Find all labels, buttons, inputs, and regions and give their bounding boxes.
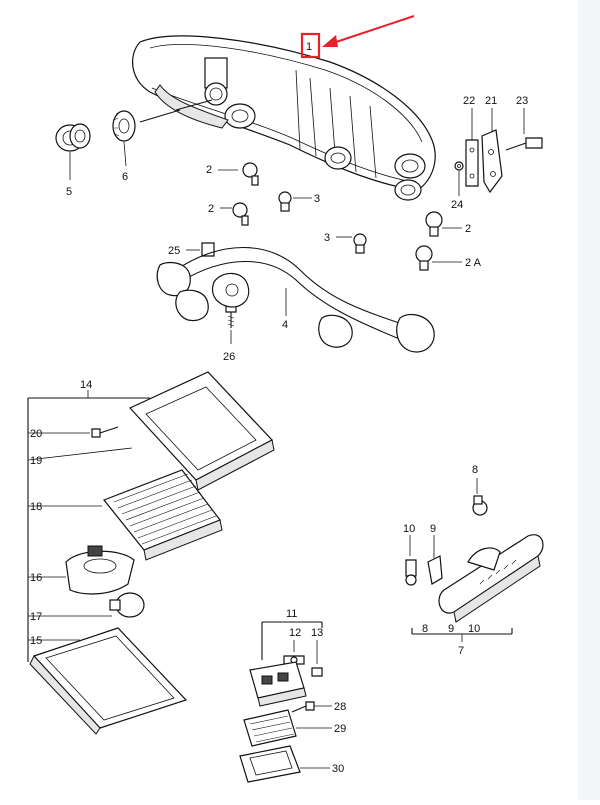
label-23: 23: [516, 95, 528, 107]
label-21: 21: [485, 95, 497, 107]
label-26: 26: [223, 351, 235, 363]
screw-part-20: [28, 426, 119, 438]
label-9: 9: [430, 523, 436, 535]
label-19: 19: [30, 455, 42, 467]
bulb-holder-part-16: [28, 545, 135, 595]
bulb-part-8: [472, 478, 488, 516]
grommet-part-5: [55, 123, 91, 180]
label-10-b: 10: [468, 623, 480, 635]
bulb-part-2A: [415, 245, 462, 271]
label-7: 7: [458, 645, 464, 657]
label-2A: 2 A: [465, 257, 482, 269]
label-14: 14: [80, 379, 92, 391]
screw-part-13: [311, 640, 323, 677]
label-2-a: 2: [206, 164, 212, 176]
bulb-socket-mid: [224, 103, 256, 129]
label-5: 5: [66, 186, 72, 198]
label-16: 16: [30, 572, 42, 584]
screw-part-28: [291, 701, 332, 713]
knurled-nut-part-6: [112, 110, 136, 167]
bulb-socket-right-1: [324, 146, 352, 170]
nut-part-10: [405, 535, 417, 586]
label-13: 13: [311, 627, 323, 639]
gasket-part-30: [239, 745, 330, 783]
label-8-b: 8: [422, 623, 428, 635]
screw-part-26: [225, 305, 237, 344]
washer-part-24: [454, 161, 464, 196]
label-20: 20: [30, 428, 42, 440]
bulb-part-17: [28, 592, 145, 618]
bulb-socket-left: [204, 57, 228, 106]
label-8: 8: [472, 464, 478, 476]
license-lamp-housing: [249, 661, 307, 707]
label-6: 6: [122, 171, 128, 183]
bulb-socket-right-2: [394, 153, 426, 201]
label-15: 15: [30, 635, 42, 647]
reflector-grille-part-18: [28, 469, 223, 561]
side-marker-lamp: [438, 534, 544, 623]
label-9-b: 9: [448, 623, 454, 635]
label-2-c: 2: [465, 223, 471, 235]
highlight-callout: [300, 15, 415, 59]
label-29: 29: [334, 723, 346, 735]
lamp-assembly-bracket-14: [27, 390, 150, 662]
label-30: 30: [332, 763, 344, 775]
bracket-part-7: [411, 628, 513, 642]
gasket-part-22: [465, 108, 479, 187]
label-11: 11: [286, 608, 297, 620]
bulb-part-2-a: [218, 162, 259, 186]
bracket-part-11: [261, 621, 323, 660]
lamp-housing-part-15: [28, 627, 188, 735]
lens-part-29: [243, 709, 332, 747]
bulb-part-2-c: [425, 211, 462, 237]
bulb-part-3-a: [278, 191, 312, 212]
label-17: 17: [30, 611, 42, 623]
label-25: 25: [168, 245, 180, 257]
right-edge-stripe: [578, 0, 600, 800]
label-18: 18: [30, 501, 42, 513]
bulb-part-2-b: [220, 202, 249, 226]
seal-part-21: [481, 108, 503, 194]
screw-part-23: [505, 108, 543, 151]
bulb-part-3-b: [336, 233, 367, 254]
clip-part-25: [186, 242, 215, 257]
label-28: 28: [334, 701, 346, 713]
wiring-harness-part-4: [156, 247, 435, 353]
bulb-part-12: [283, 640, 305, 665]
label-10: 10: [403, 523, 415, 535]
label-4: 4: [282, 319, 288, 331]
clip-part-9: [427, 535, 443, 585]
label-2-b: 2: [208, 203, 214, 215]
label-24: 24: [451, 199, 463, 211]
tail-light-housing: [132, 35, 436, 201]
label-22: 22: [463, 95, 475, 107]
label-12: 12: [289, 627, 301, 639]
label-1: 1: [306, 41, 312, 53]
label-3-a: 3: [314, 193, 320, 205]
label-3-b: 3: [324, 232, 330, 244]
lens-frame-part-19: [27, 371, 275, 491]
